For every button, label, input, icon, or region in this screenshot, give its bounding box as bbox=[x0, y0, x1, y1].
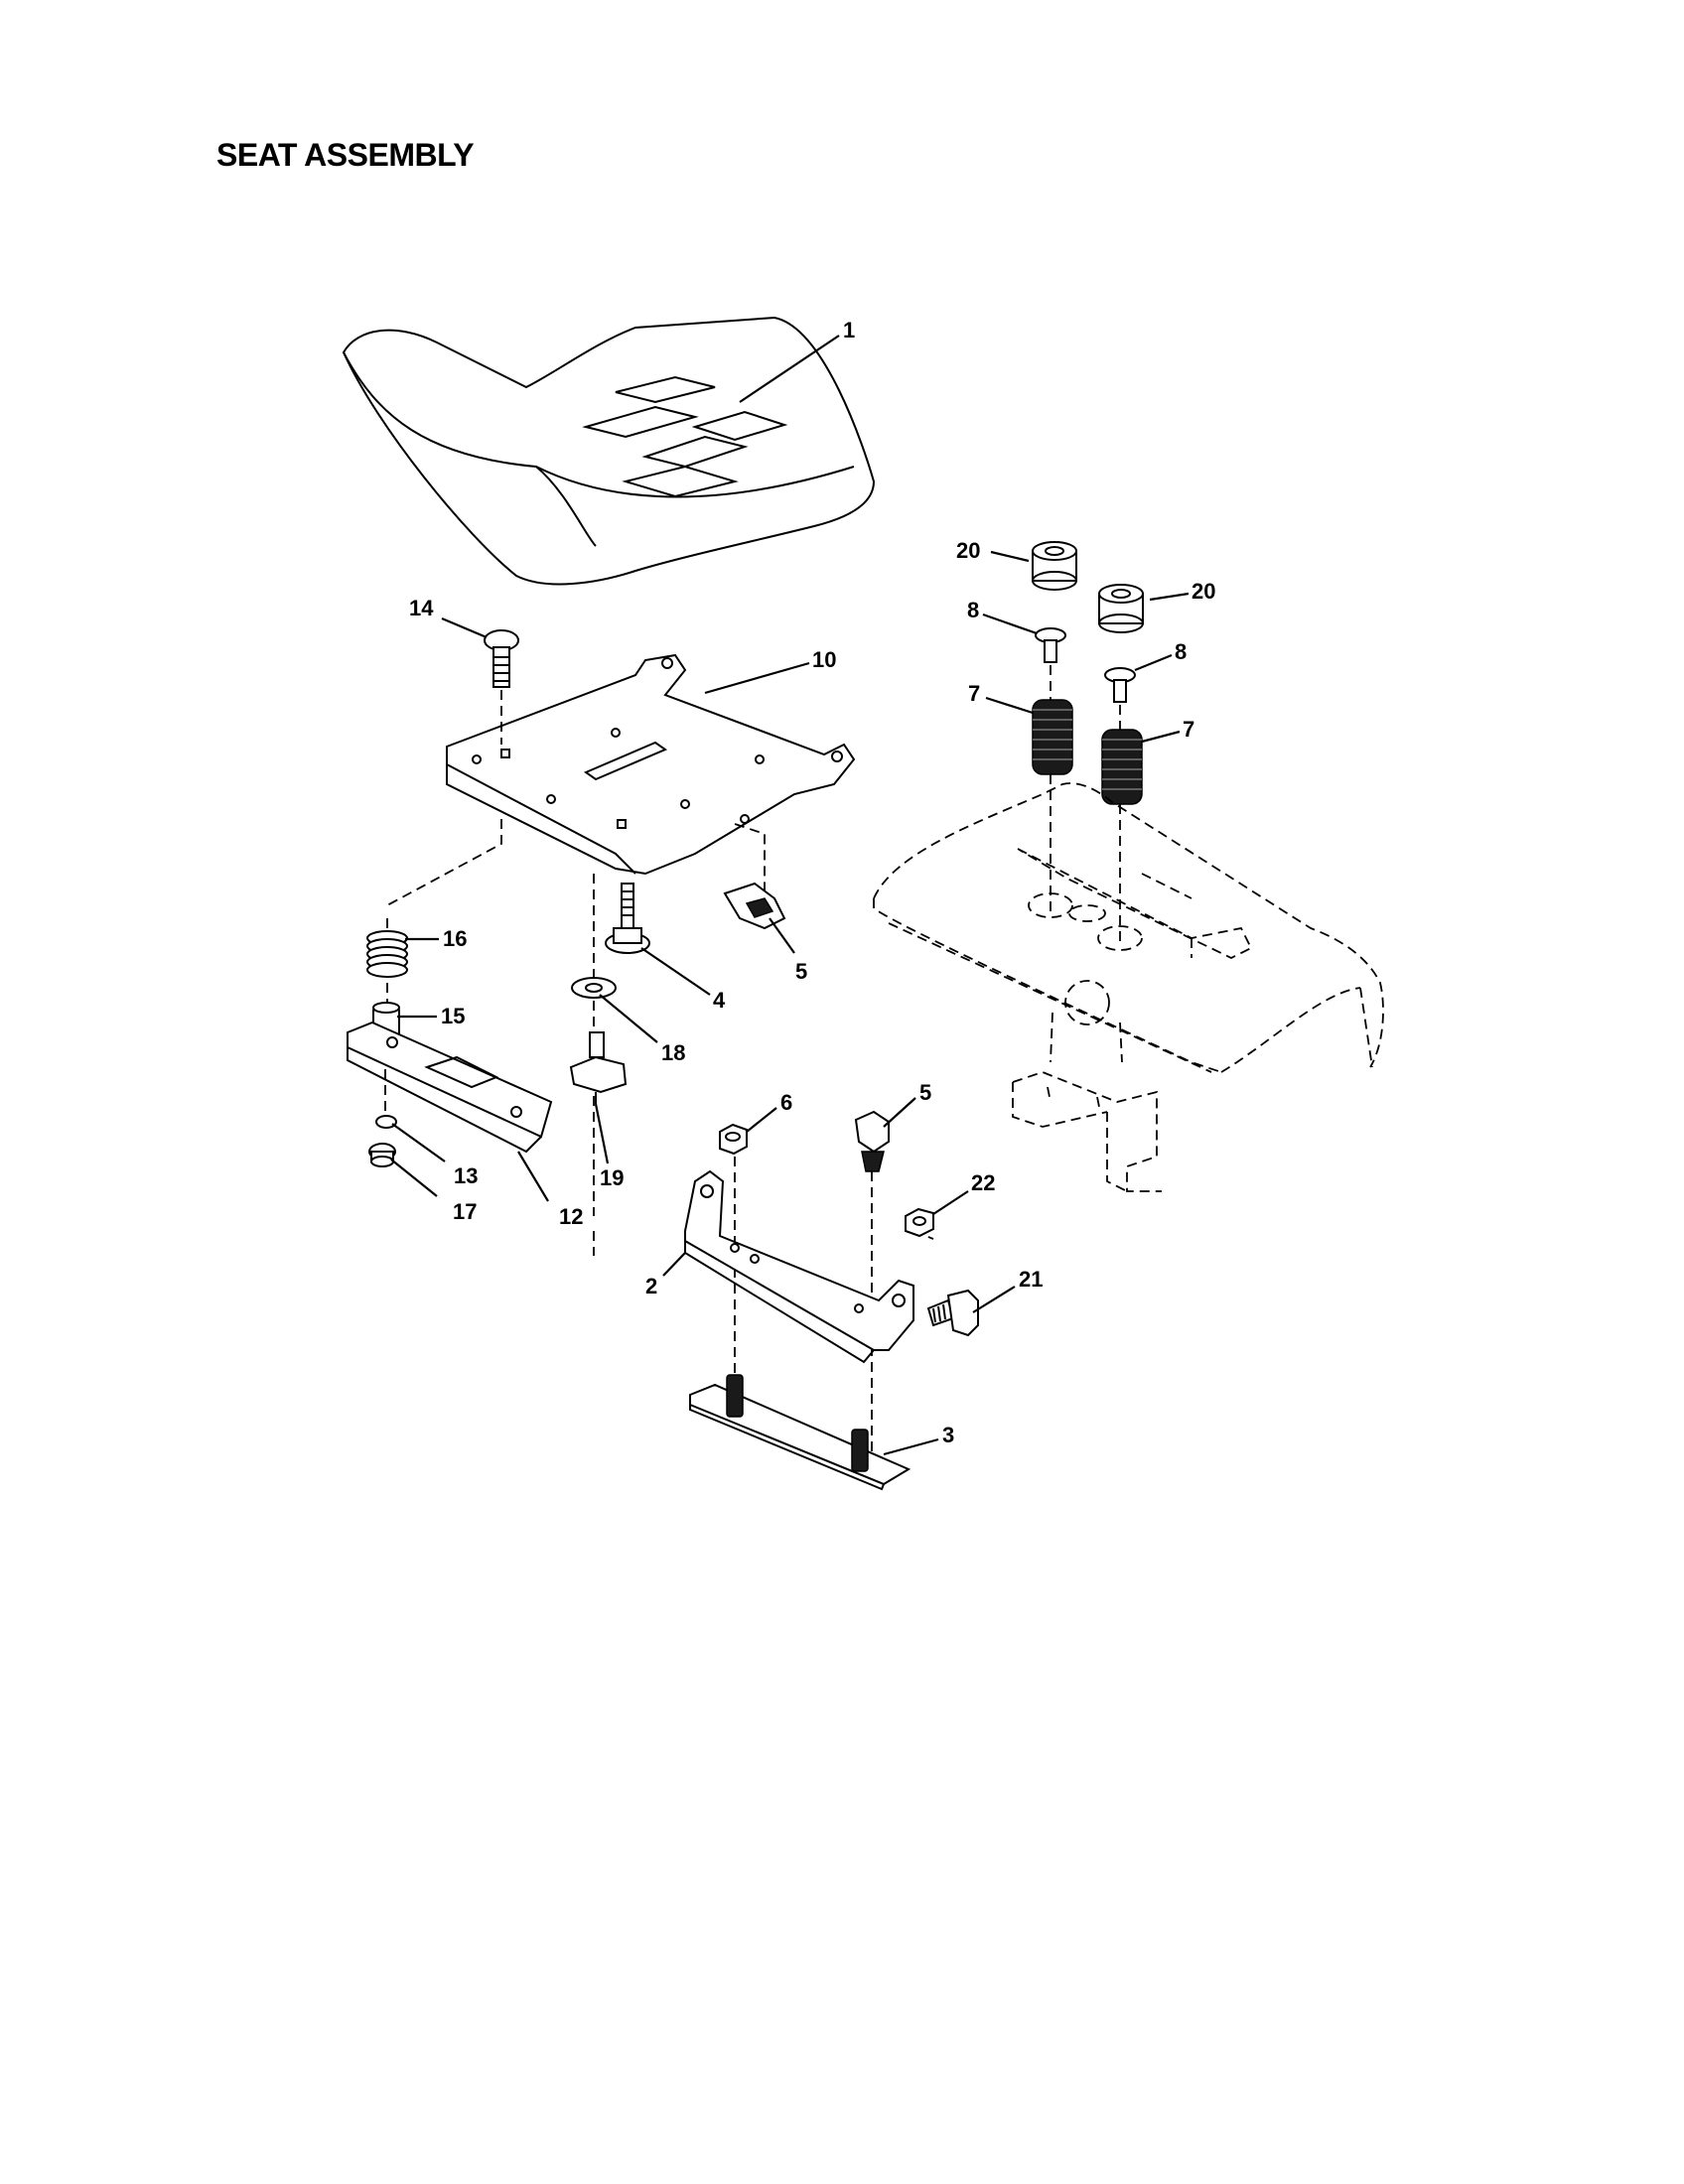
clip-5-lower bbox=[854, 1110, 890, 1172]
washer-18 bbox=[571, 977, 617, 999]
spring-7-left bbox=[1032, 699, 1073, 775]
bumper-20-right bbox=[1098, 584, 1144, 633]
callout-20-right: 20 bbox=[1192, 579, 1215, 604]
callout-10: 10 bbox=[812, 647, 836, 672]
callout-17: 17 bbox=[453, 1199, 477, 1224]
seat-cushion bbox=[342, 316, 876, 586]
callout-20-left: 20 bbox=[956, 538, 980, 563]
callout-7-right: 7 bbox=[1183, 717, 1194, 742]
callout-8-right: 8 bbox=[1175, 639, 1187, 664]
clip-5-upper bbox=[723, 882, 786, 930]
slide-rail bbox=[347, 1021, 553, 1154]
callout-4: 4 bbox=[713, 988, 726, 1013]
nut-17 bbox=[368, 1143, 396, 1167]
chassis-bracket bbox=[1012, 1071, 1162, 1192]
callout-15: 15 bbox=[441, 1004, 465, 1028]
nut-22 bbox=[905, 1207, 934, 1238]
callout-16: 16 bbox=[443, 926, 467, 951]
callout-5-lower: 5 bbox=[919, 1080, 931, 1105]
callout-21: 21 bbox=[1019, 1267, 1043, 1292]
callout-6: 6 bbox=[780, 1090, 792, 1115]
callout-13: 13 bbox=[454, 1163, 478, 1188]
part-13 bbox=[375, 1115, 397, 1129]
callout-18: 18 bbox=[661, 1040, 685, 1065]
washer-8-right bbox=[1104, 667, 1136, 703]
bolt-4 bbox=[605, 883, 650, 954]
callout-19: 19 bbox=[600, 1165, 624, 1190]
fender-outline bbox=[873, 782, 1384, 1073]
stud-left bbox=[726, 1374, 744, 1418]
stud-right bbox=[851, 1429, 869, 1472]
page-title: SEAT ASSEMBLY bbox=[216, 137, 475, 173]
callout-2: 2 bbox=[645, 1274, 657, 1298]
knob-19 bbox=[569, 1031, 628, 1104]
callout-8-left: 8 bbox=[967, 598, 979, 622]
callout-1: 1 bbox=[843, 318, 855, 342]
spring-16 bbox=[366, 930, 408, 978]
washer-8-left bbox=[1035, 627, 1066, 663]
shoulder-bolt-21 bbox=[926, 1289, 979, 1337]
callout-3: 3 bbox=[942, 1423, 954, 1447]
callout-14: 14 bbox=[409, 596, 434, 620]
spring-7-right bbox=[1101, 729, 1143, 805]
callout-12: 12 bbox=[559, 1204, 583, 1229]
carriage-bolt bbox=[484, 629, 519, 688]
pivot-bracket bbox=[684, 1169, 914, 1364]
seat-pan bbox=[446, 653, 856, 876]
callout-22: 22 bbox=[971, 1170, 995, 1195]
mount-plate bbox=[689, 1383, 912, 1491]
callout-7-left: 7 bbox=[968, 681, 980, 706]
nut-6 bbox=[719, 1123, 748, 1156]
callout-5-upper: 5 bbox=[795, 959, 807, 984]
bumper-20-left bbox=[1032, 541, 1077, 591]
